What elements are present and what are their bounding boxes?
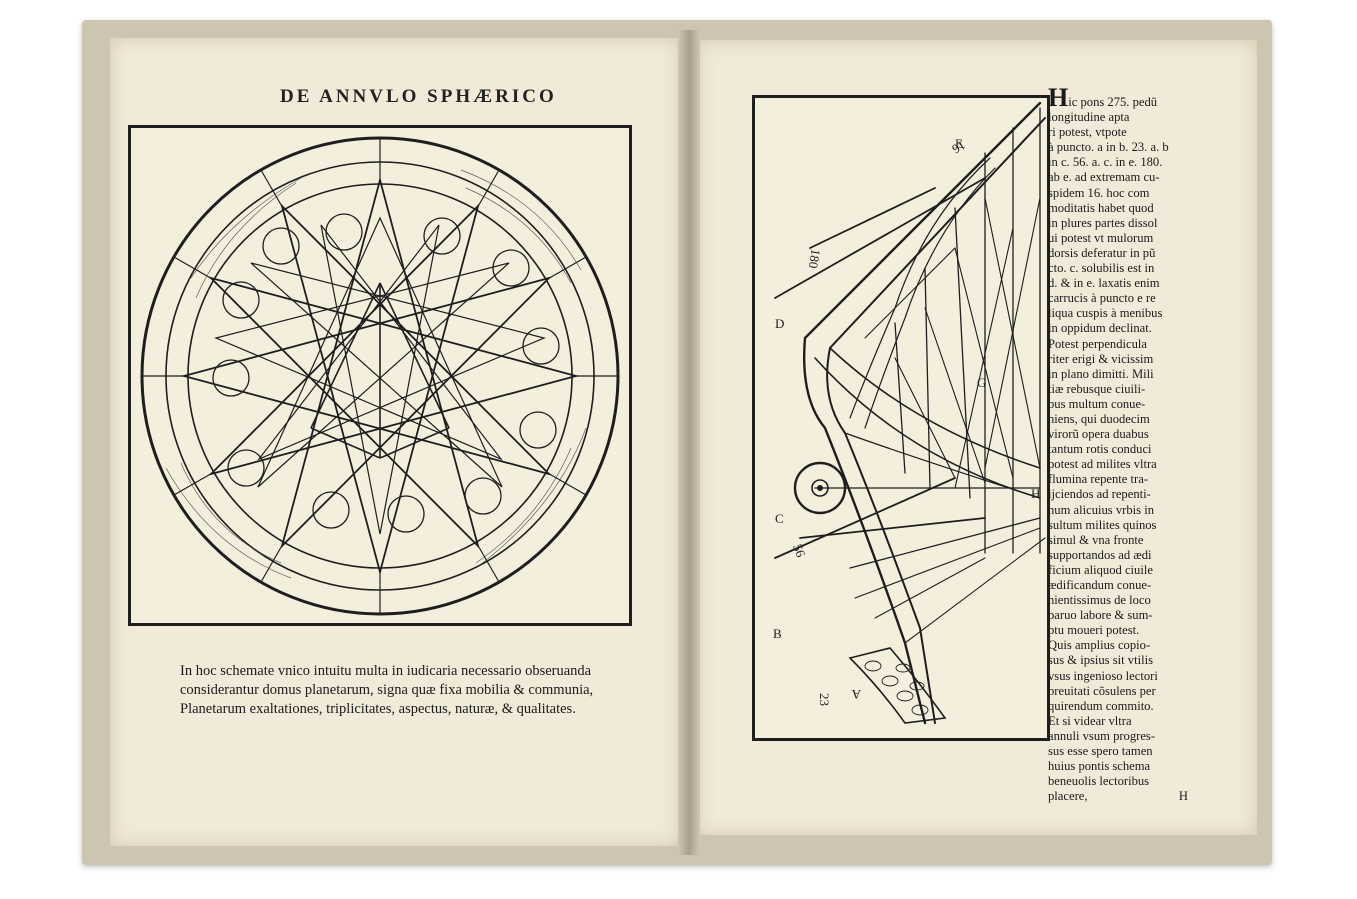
text-line: tantum rotis conduci [1048, 442, 1152, 457]
figure-letter-c: C [775, 511, 784, 526]
text-line: Quis amplius copio- [1048, 638, 1151, 653]
text-line: riter erigi & vicissim [1048, 351, 1154, 366]
astrological-wheel-drawing [140, 136, 620, 616]
text-line: ptu moueri potest. [1048, 623, 1140, 638]
left-page-header: DE ANNVLO SPHÆRICO [280, 86, 557, 107]
text-line: ijciendos ad repenti- [1048, 487, 1151, 502]
text-line: sus esse spero tamen [1048, 744, 1153, 759]
text-line: dorsis deferatur in pũ [1048, 245, 1156, 260]
text-line: in oppidum declinat. [1048, 321, 1152, 336]
figure-letter-g: G [977, 375, 986, 390]
text-line: spidem 16. hoc com [1048, 185, 1150, 200]
text-line: carrucis à puncto e re [1048, 291, 1156, 306]
figure-label-lower-number: 56 [790, 542, 809, 560]
text-line: Potest perpendicula [1048, 336, 1147, 351]
text-line: simul & vna fronte [1048, 532, 1144, 547]
text-line: ui potest vt mulorum [1048, 230, 1154, 245]
text-line: tiæ rebusque ciuili- [1048, 381, 1146, 396]
text-line: Hic pons 275. pedũ [1048, 83, 1158, 112]
text-line: quirendum commito. [1048, 698, 1154, 713]
figure-letter-e: E [955, 136, 963, 151]
caption-line: In hoc schemate vnico intuitu multa in i… [180, 663, 592, 679]
figure-letter-a: A [851, 687, 861, 702]
text-line: virorũ opera duabus [1048, 427, 1149, 442]
text-line: ab e. ad extremam cu- [1048, 170, 1160, 185]
text-line: d. & in e. laxatis enim [1048, 276, 1160, 291]
text-line: beneuolis lectoribus [1048, 774, 1150, 789]
astrological-wheel-figure [128, 125, 632, 626]
bridge-drawing: 16 180 56 23 B C D E G H A [773, 101, 1046, 725]
text-line: annuli vsum progres- [1048, 728, 1156, 743]
text-line: paruo labore & sum- [1048, 608, 1153, 623]
text-line: vsus ingenioso lectori [1048, 668, 1158, 683]
text-line: liqua cuspis à menibus [1048, 306, 1163, 321]
text-line: breuitati cõsulens per [1048, 683, 1156, 698]
figure-letter-h: H [1031, 486, 1040, 501]
bridge-figure: 16 180 56 23 B C D E G H A [752, 95, 1050, 741]
text-line: num alicuius vrbis in [1048, 502, 1154, 517]
caption-line: Planetarum exaltationes, triplicitates, … [180, 701, 576, 717]
figure-label-mid-number: 180 [806, 248, 824, 270]
text-line: niens, qui duodecim [1048, 411, 1150, 426]
page-signature: H [1178, 789, 1188, 804]
text-line: ficium aliquod ciuile [1048, 562, 1153, 577]
text-line: in c. 56. a. c. in e. 180. [1048, 155, 1163, 170]
text-line: ri potest, vtpote [1048, 125, 1127, 140]
figure-letter-b: B [773, 626, 782, 641]
figure-letter-d: D [775, 316, 784, 331]
text-line: ædificandum conue- [1048, 578, 1152, 592]
text-line: Et si videar vltra [1048, 713, 1132, 728]
text-line: potest ad milites vltra [1048, 457, 1157, 472]
bridge-description: Hic pons 275. pedũ longitudine apta ri p… [1048, 83, 1206, 804]
text-line: à puncto. a in b. 23. a. b [1048, 140, 1169, 155]
text-line: placere, [1048, 789, 1088, 804]
text-line: flumina repente tra- [1048, 472, 1148, 487]
caption-line: considerantur domus planetarum, signa qu… [180, 682, 594, 698]
text-line: sultum milites quinos [1048, 517, 1157, 532]
text-line: nientissimus de loco [1048, 593, 1151, 608]
wheel-caption: In hoc schemate vnico intuitu multa in i… [180, 662, 620, 719]
text-line: huius pontis schema [1048, 759, 1151, 774]
text-line: bus multum conue- [1048, 396, 1146, 411]
text-line: cto. c. solubilis est in [1048, 261, 1155, 276]
figure-label-bottom-number: 23 [817, 693, 832, 706]
text-line: longitudine apta [1048, 110, 1130, 125]
text-line: in plures partes dissol [1048, 215, 1158, 230]
text-line: in plano dimitti. Mili [1048, 366, 1154, 381]
text-line: supportandos ad ædi [1048, 547, 1152, 562]
book-gutter [678, 30, 700, 855]
text-line: sus & ipsius sit vtilis [1048, 653, 1153, 668]
text-line: moditatis habet quod [1048, 200, 1154, 215]
